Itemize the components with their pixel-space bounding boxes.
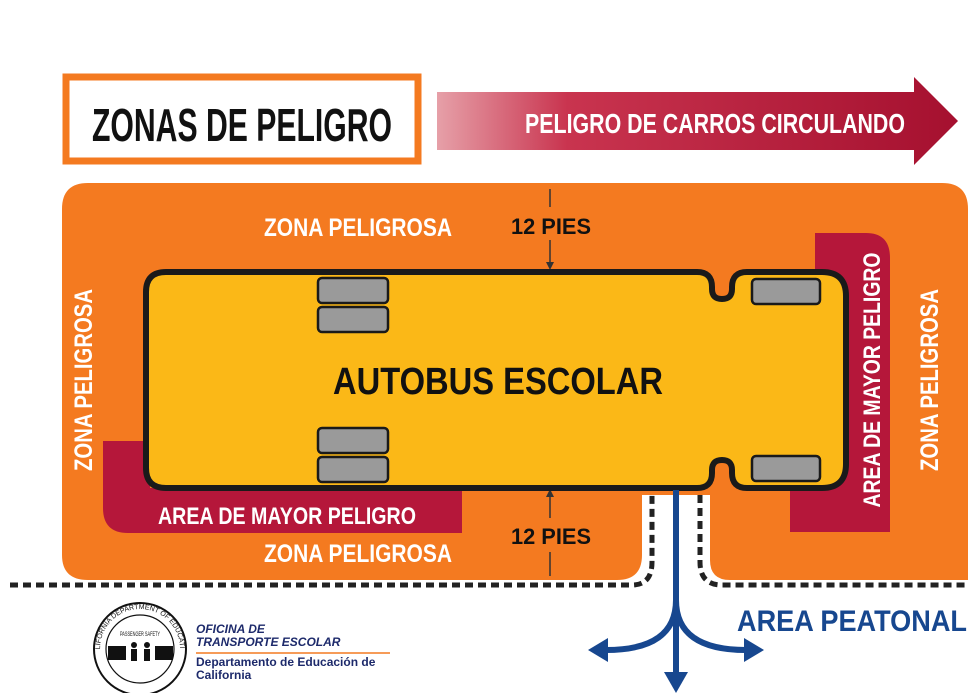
bus-label: AUTOBUS ESCOLAR bbox=[333, 361, 663, 403]
highest-danger-bottom-area: AREA DE MAYOR PELIGRO bbox=[103, 441, 462, 533]
wheel-rear-right-2 bbox=[316, 455, 390, 484]
wheel-rear-left-2 bbox=[316, 305, 390, 334]
highest-danger-bottom-label: AREA DE MAYOR PELIGRO bbox=[158, 503, 416, 530]
office-logo-text: OFICINA DE TRANSPORTE ESCOLAR Departamen… bbox=[196, 622, 390, 682]
pedestrian-area-label: AREA PEATONAL bbox=[737, 605, 967, 638]
highest-danger-right-label: AREA DE MAYOR PELIGRO bbox=[859, 253, 886, 508]
dept-line1: Departamento de Educación de bbox=[196, 655, 376, 669]
office-line1: OFICINA DE bbox=[196, 622, 266, 636]
traffic-arrow-label: PELIGRO DE CARROS CIRCULANDO bbox=[525, 108, 905, 139]
wheel-front-right bbox=[750, 454, 822, 483]
seal-inner-text: PASSENGER SAFETY bbox=[120, 632, 160, 638]
seal-bus-right-icon bbox=[155, 646, 173, 660]
distance-top-label: 12 PIES bbox=[511, 214, 591, 239]
road-edge-line bbox=[10, 495, 968, 589]
title-text: ZONAS DE PELIGRO bbox=[92, 99, 392, 151]
dept-line2: California bbox=[196, 668, 252, 682]
zone-right-label: ZONA PELIGROSA bbox=[916, 289, 944, 471]
zone-bottom-label: ZONA PELIGROSA bbox=[264, 540, 452, 568]
seal-children-icon bbox=[131, 642, 150, 661]
distance-marker-top: 12 PIES bbox=[511, 189, 591, 270]
distance-marker-bottom: 12 PIES bbox=[511, 489, 591, 576]
zone-top-label: ZONA PELIGROSA bbox=[264, 214, 452, 242]
office-line2: TRANSPORTE ESCOLAR bbox=[196, 635, 341, 649]
seal-bus-left-icon bbox=[108, 646, 126, 660]
wheel-rear-left-1 bbox=[316, 276, 390, 305]
school-bus: AUTOBUS ESCOLAR bbox=[143, 269, 849, 491]
wheel-rear-right-1 bbox=[316, 426, 390, 455]
traffic-arrow: PELIGRO DE CARROS CIRCULANDO bbox=[437, 77, 958, 165]
zone-left-label: ZONA PELIGROSA bbox=[70, 289, 98, 471]
distance-bottom-label: 12 PIES bbox=[511, 524, 591, 549]
wheel-front-left bbox=[750, 277, 822, 306]
title-box: ZONAS DE PELIGRO bbox=[62, 73, 422, 165]
pedestrian-direction-arrow bbox=[588, 490, 764, 693]
